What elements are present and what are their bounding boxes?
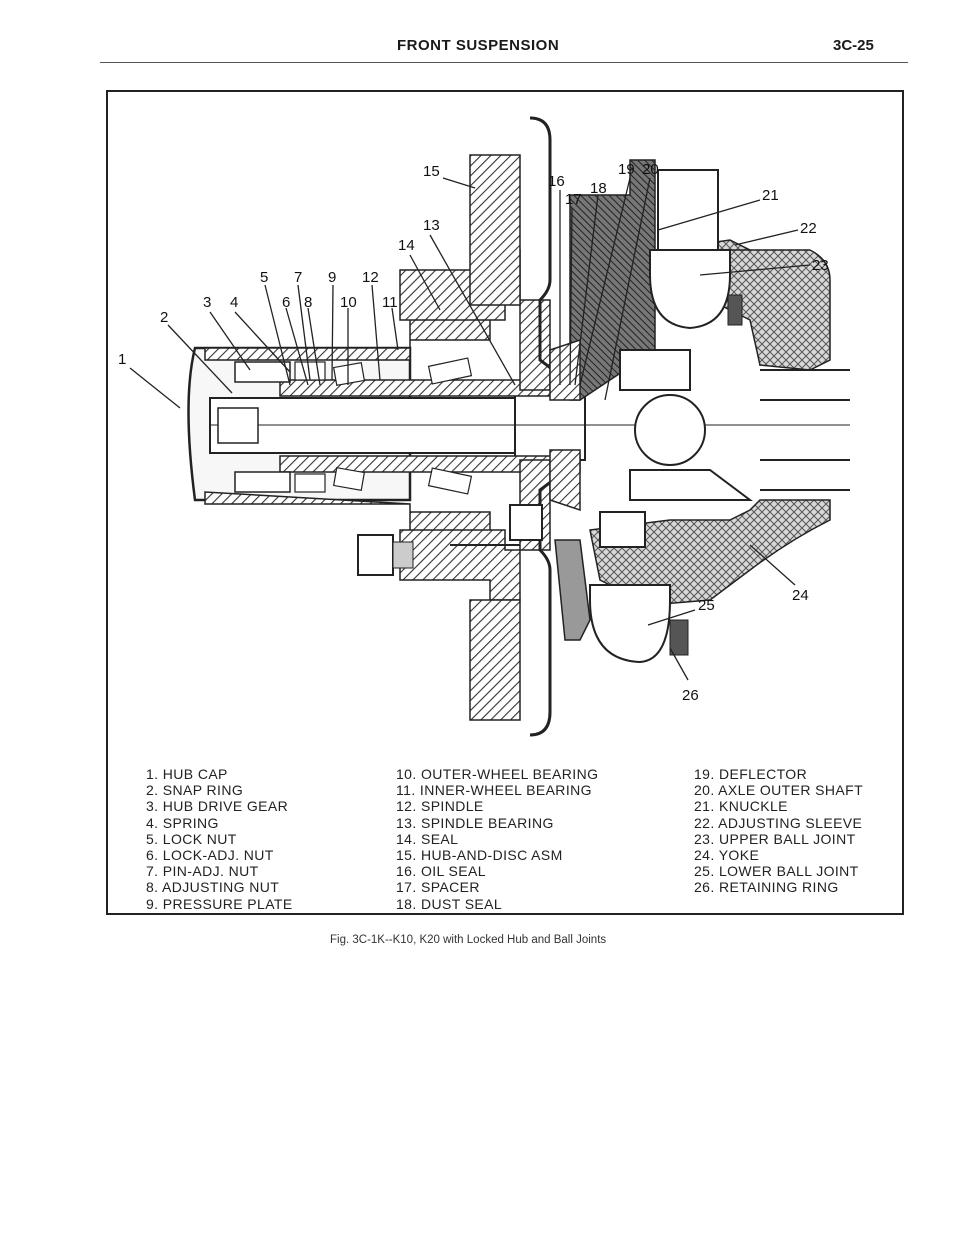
- callout-12: 12: [362, 269, 379, 286]
- legend-item: 24. YOKE: [694, 847, 760, 864]
- legend-item: 3. HUB DRIVE GEAR: [146, 798, 289, 815]
- callout-1: 1: [118, 351, 126, 368]
- legend-item: 16. OIL SEAL: [396, 863, 486, 880]
- legend-item: 23. UPPER BALL JOINT: [694, 830, 856, 847]
- callout-6: 6: [282, 294, 290, 311]
- legend-item: 1. HUB CAP: [146, 766, 228, 782]
- legend-item: 9. PRESSURE PLATE: [146, 895, 293, 912]
- legend-item: 21. KNUCKLE: [694, 798, 788, 815]
- callout-3: 3: [203, 294, 211, 311]
- callout-13: 13: [423, 217, 440, 234]
- header-rule: [100, 62, 908, 63]
- callout-7: 7: [294, 269, 302, 286]
- suspension-cross-section-diagram: 1 2 3 4 5 6 7 8 9 10 12 11 13 14 15 16 1…: [118, 116, 850, 737]
- legend-item: 8. ADJUSTING NUT: [146, 879, 280, 896]
- page-number: 3C-25: [833, 37, 874, 54]
- callout-10: 10: [340, 294, 357, 311]
- legend-item: 7. PIN-ADJ. NUT: [146, 863, 259, 880]
- callout-5: 5: [260, 269, 268, 286]
- callout-18: 18: [590, 180, 607, 197]
- legend-item: 10. OUTER-WHEEL BEARING: [396, 766, 599, 782]
- legend-item: 26. RETAINING RING: [694, 879, 839, 896]
- callout-4: 4: [230, 294, 238, 311]
- legend-item: 5. LOCK NUT: [146, 830, 237, 847]
- callout-20: 20: [642, 161, 659, 178]
- legend-item: 2. SNAP RING: [146, 782, 244, 799]
- legend-item: 6. LOCK-ADJ. NUT: [146, 847, 274, 864]
- section-title: FRONT SUSPENSION: [397, 37, 560, 54]
- legend-item: 18. DUST SEAL: [396, 895, 503, 912]
- callout-11: 11: [382, 294, 398, 311]
- legend-item: 14. SEAL: [396, 830, 459, 847]
- legend-item: 25. LOWER BALL JOINT: [694, 863, 859, 880]
- callout-22: 22: [800, 220, 817, 237]
- callout-25: 25: [698, 597, 715, 614]
- callout-15: 15: [423, 163, 440, 180]
- figure-caption: Fig. 3C-1K--K10, K20 with Locked Hub and…: [330, 934, 607, 946]
- legend-item: 22. ADJUSTING SLEEVE: [694, 814, 863, 831]
- legend-item: 19. DEFLECTOR: [694, 766, 808, 782]
- legend-item: 4. SPRING: [146, 814, 219, 831]
- callout-9: 9: [328, 269, 336, 286]
- callout-24: 24: [792, 587, 809, 604]
- callout-23: 23: [812, 257, 829, 274]
- legend-column-2: 10. OUTER-WHEEL BEARING 11. INNER-WHEEL …: [396, 766, 598, 912]
- legend-item: 11. INNER-WHEEL BEARING: [396, 782, 592, 799]
- legend-item: 12. SPINDLE: [396, 798, 484, 815]
- callout-21: 21: [762, 187, 779, 204]
- legend-item: 17. SPACER: [396, 879, 480, 896]
- callout-19: 19: [618, 161, 635, 178]
- legend-item: 15. HUB-AND-DISC ASM: [396, 847, 563, 864]
- callout-14: 14: [398, 237, 415, 254]
- callout-16: 16: [548, 173, 565, 190]
- callout-8: 8: [304, 294, 312, 311]
- legend-item: 20. AXLE OUTER SHAFT: [694, 782, 864, 799]
- figure-frame: [106, 90, 904, 915]
- callout-26: 26: [682, 687, 699, 704]
- legend-column-1: 1. HUB CAP 2. SNAP RING 3. HUB DRIVE GEA…: [146, 766, 293, 912]
- legend-item: 13. SPINDLE BEARING: [396, 814, 554, 831]
- callout-17: 17: [565, 191, 582, 208]
- callout-2: 2: [160, 309, 168, 326]
- legend-column-3: 19. DEFLECTOR 20. AXLE OUTER SHAFT 21. K…: [694, 766, 863, 896]
